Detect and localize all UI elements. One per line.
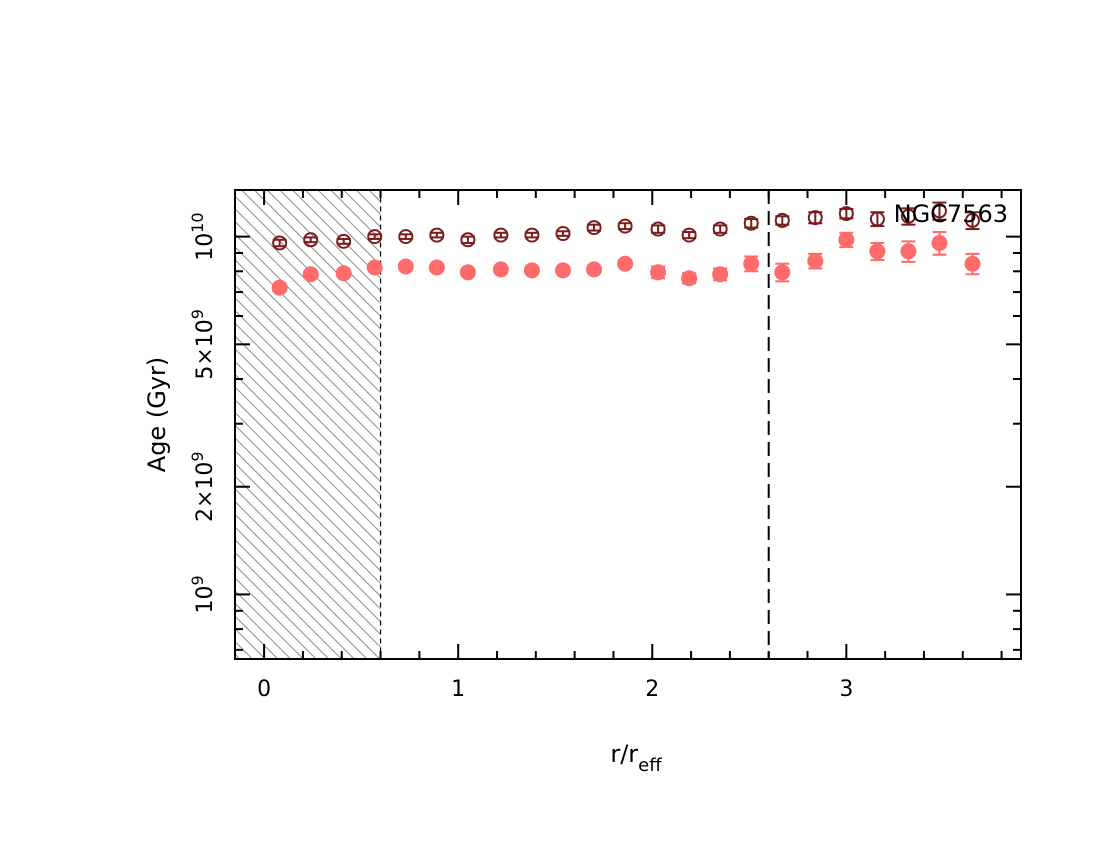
hatched-region — [234, 189, 382, 660]
x-axis-title: r/reff — [610, 740, 662, 776]
data-point — [900, 208, 916, 224]
data-point — [838, 206, 854, 222]
data-point — [555, 226, 571, 242]
y-tick-label-base: 10 — [193, 233, 218, 261]
data-point — [869, 243, 886, 260]
data-point — [397, 258, 414, 275]
y-tick-label-base: 10 — [193, 586, 218, 614]
data-point — [743, 255, 760, 272]
x-axis-title-main: r/r — [610, 740, 638, 768]
y-axis-title: Age (Gyr) — [143, 357, 171, 472]
data-point — [335, 265, 352, 282]
data-point — [681, 270, 698, 287]
data-point — [271, 279, 288, 296]
x-tick-label: 3 — [839, 677, 853, 702]
data-point — [807, 210, 823, 226]
data-point — [492, 261, 509, 278]
error-bar — [493, 231, 508, 239]
data-point — [869, 211, 885, 227]
error-bar — [398, 233, 413, 240]
galaxy-name-label: NGC7563 — [894, 200, 1008, 228]
error-bar — [618, 222, 633, 231]
data-point — [650, 221, 666, 237]
error-bar — [555, 230, 570, 237]
data-point — [272, 235, 288, 251]
data-point — [681, 227, 697, 243]
data-point — [712, 266, 729, 283]
error-bar — [336, 237, 351, 245]
data-point — [586, 261, 603, 278]
data-point — [336, 233, 352, 249]
data-point — [712, 221, 728, 237]
y-tick-label: 2×109 — [188, 451, 218, 522]
data-point — [524, 227, 540, 243]
error-bar — [429, 231, 444, 239]
error-bar — [460, 235, 475, 244]
y-tick-label-exponent: 9 — [188, 575, 207, 585]
excluded-region — [234, 189, 382, 660]
x-tick-label: 1 — [451, 677, 465, 702]
x-tick-label: 0 — [257, 677, 271, 702]
data-point — [523, 262, 540, 279]
data-point — [774, 264, 791, 281]
data-point — [931, 234, 948, 251]
error-bar — [367, 233, 382, 240]
error-bar — [524, 231, 539, 239]
error-bar — [587, 223, 602, 232]
data-point — [302, 266, 319, 283]
data-point — [460, 232, 476, 248]
error-bar — [303, 236, 318, 244]
data-point — [650, 264, 667, 281]
data-series — [271, 201, 981, 296]
series-open-circle — [272, 201, 980, 251]
data-point — [838, 231, 855, 248]
error-bar — [682, 231, 697, 240]
x-tick-label: 2 — [645, 677, 659, 702]
data-point — [586, 220, 602, 236]
data-point — [554, 262, 571, 279]
data-point — [398, 229, 414, 245]
data-point — [807, 252, 824, 269]
data-point — [931, 203, 947, 219]
data-point — [774, 212, 790, 228]
data-point — [429, 227, 445, 243]
y-tick-label: 5×109 — [188, 309, 218, 380]
data-point — [493, 227, 509, 243]
x-axis-title-subscript: eff — [638, 755, 662, 776]
data-point — [428, 259, 445, 276]
data-point — [900, 243, 917, 260]
data-point — [964, 212, 980, 228]
data-point — [366, 259, 383, 276]
y-tick-label: 1010 — [188, 212, 218, 260]
y-tick-label-exponent: 9 — [188, 451, 207, 461]
data-point — [303, 232, 319, 248]
data-point — [617, 218, 633, 234]
y-tick-label-exponent: 10 — [188, 212, 207, 232]
series-filled-circle — [271, 231, 981, 296]
y-tick-label-base: 2×10 — [193, 462, 218, 522]
data-point — [964, 255, 981, 272]
data-point — [459, 264, 476, 281]
y-tick-label-base: 5×10 — [193, 319, 218, 379]
data-point — [367, 229, 383, 245]
y-tick-label-exponent: 9 — [188, 309, 207, 319]
data-point — [617, 255, 634, 272]
y-tick-label: 109 — [188, 575, 218, 613]
data-point — [743, 215, 759, 231]
